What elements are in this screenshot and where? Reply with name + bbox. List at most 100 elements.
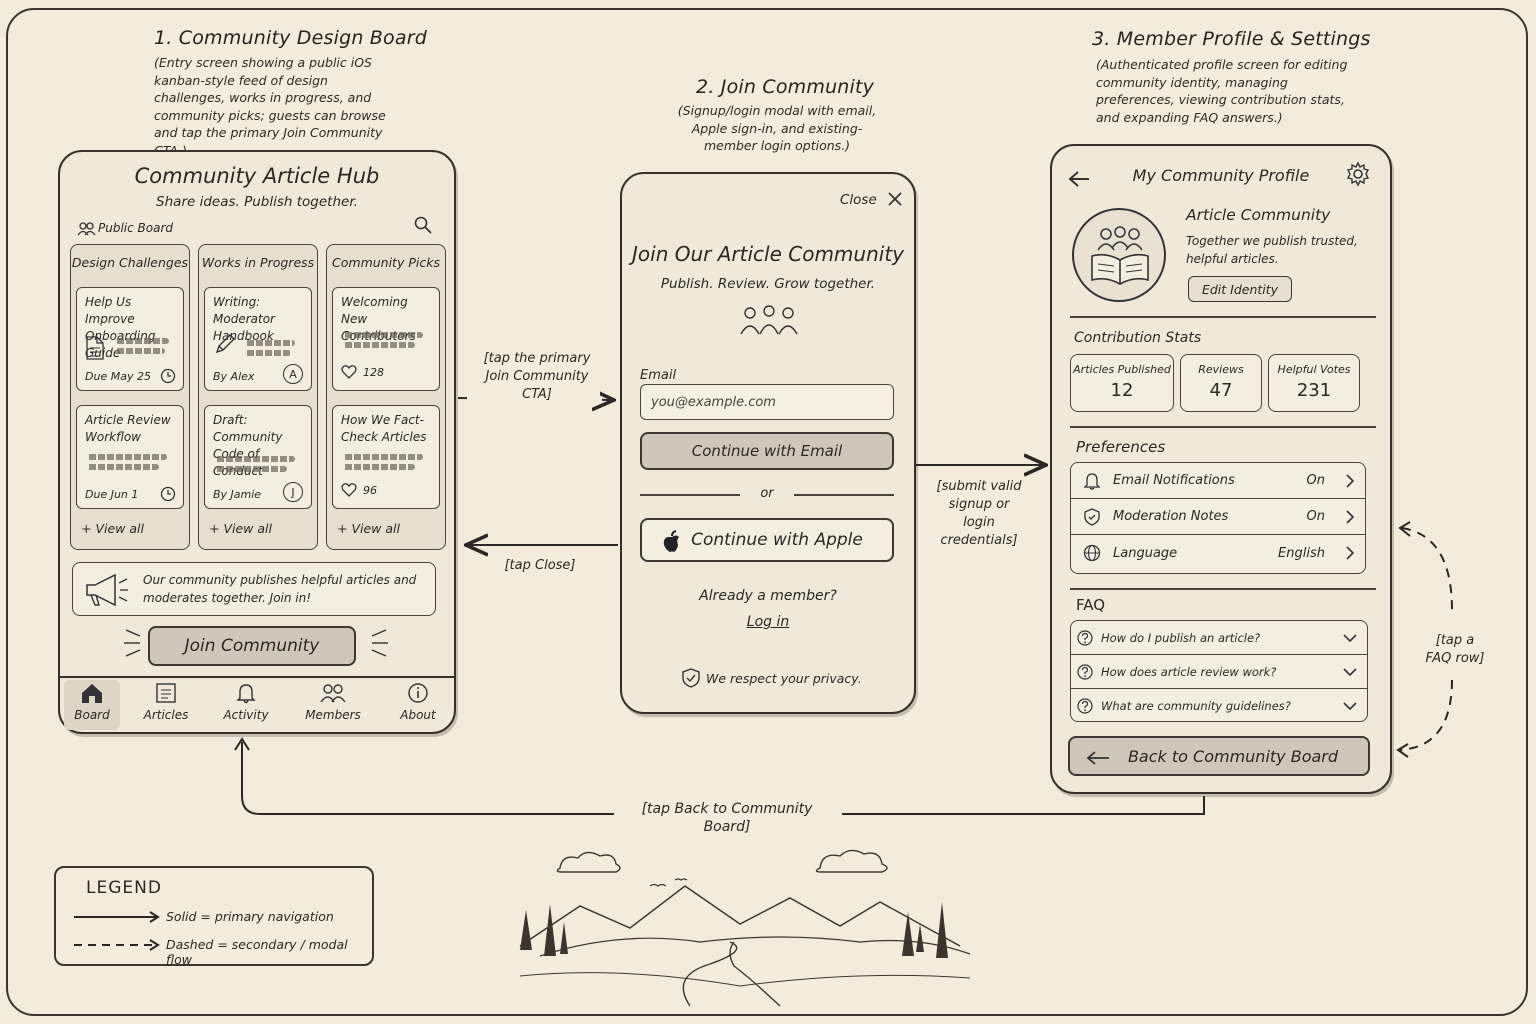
column-title: Works in Progress (201, 255, 315, 270)
join-community-button[interactable]: Join Community (148, 626, 356, 666)
banner-text: Our community publishes helpful articles… (143, 573, 417, 605)
heart-icon[interactable] (341, 482, 357, 497)
card-author: By Jamie (213, 488, 262, 501)
sparkle-lines-right (371, 629, 388, 657)
screen2-description: (Signup/login modal with email, Apple si… (677, 103, 877, 153)
chevron-right-icon (1346, 509, 1355, 524)
view-all-link[interactable]: + View all (81, 521, 144, 536)
community-tagline: Together we publish trusted, helpful art… (1186, 234, 1358, 266)
card-welcoming-contributors[interactable]: Welcoming New Contributors 128 (332, 287, 440, 391)
tab-label: Activity (223, 708, 269, 722)
tab-bar: Board Articles Activity Members About (60, 676, 454, 732)
faq-question: How does article review work? (1101, 664, 1277, 679)
stat-label: Helpful Votes (1277, 363, 1351, 376)
modal-title: Join Our Article Community (632, 242, 904, 266)
tab-articles[interactable]: Articles (136, 682, 196, 722)
tab-board[interactable]: Board (64, 682, 120, 722)
card-fact-check-articles[interactable]: How We Fact-Check Articles 96 (332, 405, 440, 509)
apple-icon (663, 530, 679, 552)
community-avatar (1072, 208, 1166, 302)
screen1-heading: 1. Community Design Board (154, 27, 427, 49)
tab-label: About (400, 708, 436, 722)
tab-about[interactable]: About (390, 682, 446, 722)
edit-identity-button[interactable]: Edit Identity (1188, 276, 1292, 302)
question-icon (1077, 663, 1093, 680)
faq-heading: FAQ (1076, 596, 1106, 614)
card-code-of-conduct[interactable]: Draft: Community Code of Conduct By Jami… (204, 405, 312, 509)
card-title: How We Fact-Check Articles (341, 413, 427, 444)
heart-icon[interactable] (341, 364, 357, 379)
email-label: Email (640, 368, 677, 383)
transition-back: [tap Back to Community Board] (616, 800, 838, 836)
faq-row[interactable]: How do I publish an article? (1071, 621, 1367, 655)
continue-with-email-button[interactable]: Continue with Email (640, 432, 894, 470)
view-all-link[interactable]: + View all (209, 521, 272, 536)
landscape-illustration (519, 849, 971, 1007)
community-icon (740, 305, 798, 335)
pref-value: On (1306, 473, 1325, 488)
search-icon[interactable] (414, 216, 432, 234)
tab-label: Articles (143, 708, 189, 722)
card-title: Writing: Moderator Handbook (213, 295, 275, 343)
chevron-right-icon (1346, 546, 1355, 560)
tab-activity[interactable]: Activity (216, 682, 276, 722)
people-icon (77, 222, 96, 236)
email-input[interactable]: you@example.com (640, 384, 894, 420)
bell-icon (1083, 472, 1101, 490)
legend: LEGEND Solid = primary navigation Dashed… (54, 866, 374, 967)
view-all-link[interactable]: + View all (337, 521, 400, 536)
close-label[interactable]: Close (840, 192, 877, 208)
gear-icon[interactable] (1346, 161, 1370, 187)
bell-icon (236, 684, 256, 704)
close-icon[interactable] (888, 192, 902, 206)
column-community-picks: Community Picks Welcoming New Contributo… (326, 244, 446, 550)
preferences-heading: Preferences (1076, 438, 1166, 456)
pref-label: Moderation Notes (1113, 509, 1229, 524)
chevron-down-icon (1343, 667, 1357, 676)
faq-row[interactable]: What are community guidelines? (1071, 689, 1367, 721)
clock-icon (160, 486, 176, 502)
card-due-date: Due May 25 (85, 370, 151, 383)
stat-label: Articles Published (1073, 363, 1171, 376)
pref-row-moderation-notes[interactable]: Moderation Notes On (1071, 499, 1365, 535)
tab-label: Members (305, 708, 361, 722)
back-arrow-icon (1086, 751, 1109, 765)
column-title: Design Challenges (71, 255, 189, 270)
pencil-icon (215, 334, 235, 354)
screen3-description: (Authenticated profile screen for editin… (1096, 57, 1348, 125)
pref-row-language[interactable]: Language English (1071, 535, 1365, 571)
transition-close: [tap Close] (500, 557, 580, 575)
legend-solid-line (74, 911, 160, 923)
pref-label: Language (1113, 545, 1178, 561)
transition-join-cta: [tap the primary Join Community CTA] (474, 350, 600, 404)
tab-members[interactable]: Members (300, 682, 366, 722)
pref-row-email-notifications[interactable]: Email Notifications On (1071, 463, 1365, 499)
card-onboarding-guide[interactable]: Help Us Improve Onboarding Guide Due May… (76, 287, 184, 391)
stat-reviews: Reviews 47 (1180, 354, 1262, 412)
diagram-frame (6, 8, 1528, 1016)
card-article-review-workflow[interactable]: Article Review Workflow Due Jun 1 (76, 405, 184, 509)
chevron-down-icon (1343, 633, 1357, 642)
faq-question: What are community guidelines? (1101, 699, 1291, 713)
card-title: Article Review Workflow (85, 413, 171, 444)
back-button-label: Back to Community Board (1127, 746, 1339, 766)
members-icon (320, 684, 346, 703)
like-count: 128 (363, 366, 384, 379)
continue-with-apple-button[interactable]: Continue with Apple (640, 518, 894, 562)
card-due-date: Due Jun 1 (85, 488, 139, 501)
pref-value: English (1278, 545, 1325, 561)
screen3-heading: 3. Member Profile & Settings (1092, 28, 1371, 50)
sparkle-lines-left (124, 629, 141, 657)
megaphone-icon (86, 573, 128, 607)
question-icon (1077, 698, 1093, 714)
chevron-down-icon (1343, 702, 1357, 711)
log-in-link[interactable]: Log in (746, 614, 790, 630)
arrow-back-to-board (241, 742, 1205, 815)
card-moderator-handbook[interactable]: Writing: Moderator Handbook By Alex A (204, 287, 312, 391)
stat-helpful-votes: Helpful Votes 231 (1268, 354, 1360, 412)
faq-row[interactable]: How does article review work? (1071, 655, 1367, 689)
back-to-board-button[interactable]: Back to Community Board (1068, 736, 1370, 776)
member-profile-screen: My Community Profile Article Community T… (1050, 144, 1392, 794)
avatar: J (283, 482, 303, 502)
back-arrow-icon[interactable] (1068, 170, 1090, 188)
